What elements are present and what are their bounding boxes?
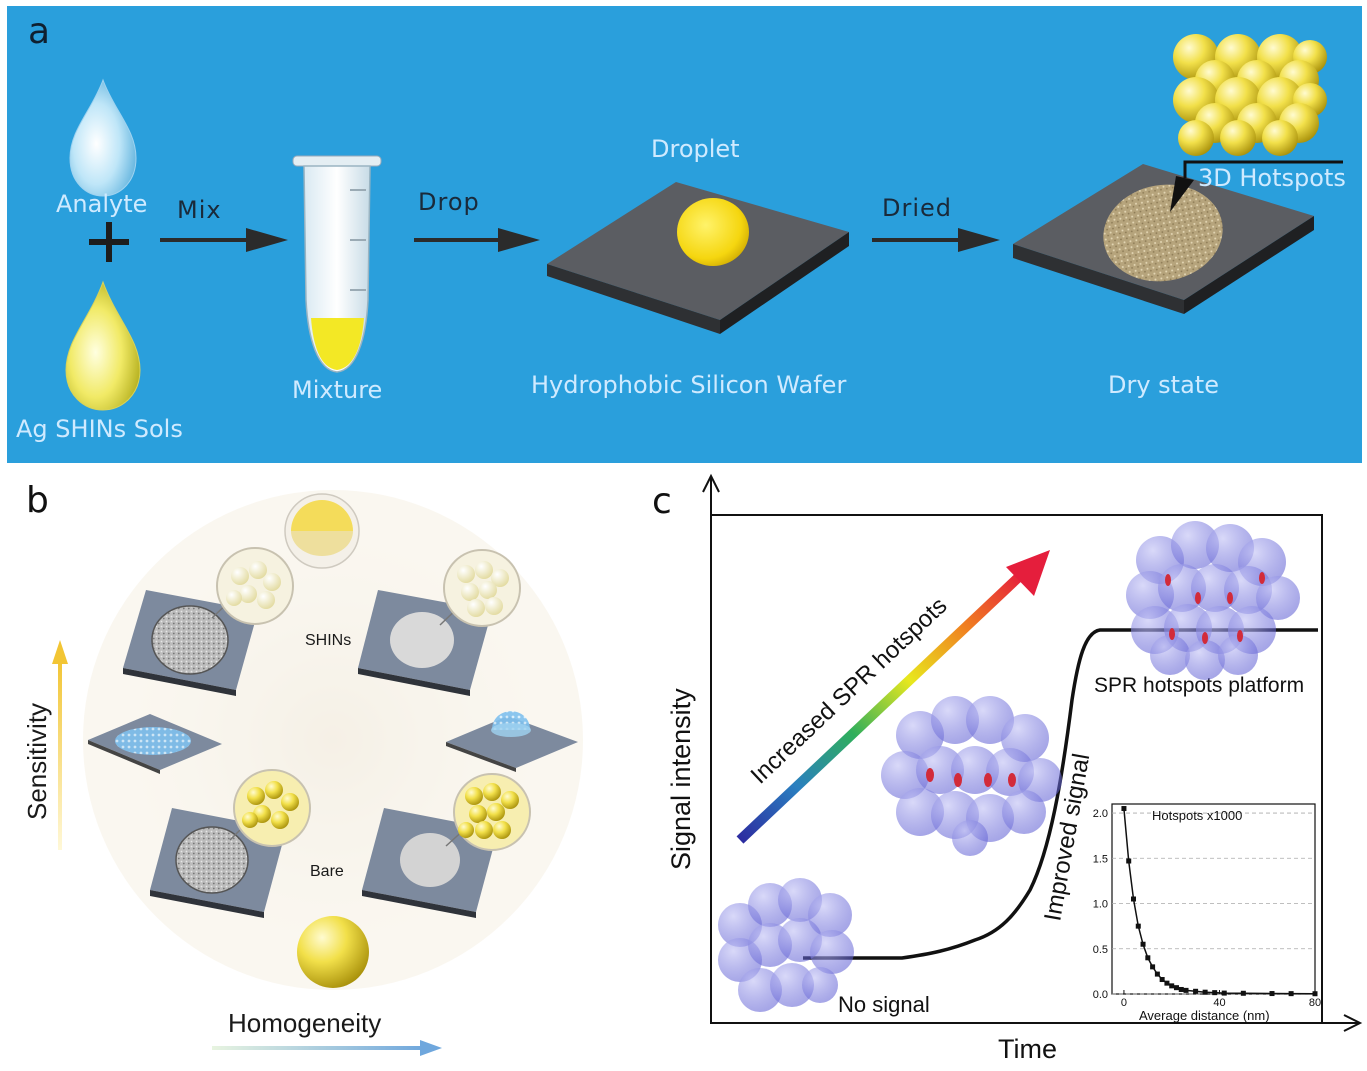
sensitivity-label: Sensitivity	[22, 703, 52, 820]
inset-y-tick: 0.5	[1093, 944, 1108, 956]
inset-y-tick: 1.0	[1093, 899, 1108, 911]
inset-data-point	[1193, 988, 1199, 994]
analyte-drop-icon	[69, 78, 137, 197]
hotspots-cluster-icon	[1173, 34, 1327, 156]
shins-label: SHINs	[305, 632, 351, 649]
wafer-droplet-right	[446, 711, 578, 772]
inset-data-point	[1312, 991, 1318, 997]
inset-data-point	[1126, 858, 1132, 864]
ag-sols-drop-icon	[65, 280, 141, 411]
inset-data-point	[1150, 964, 1156, 970]
inset-data-point	[1288, 991, 1294, 997]
inset-data-point	[1202, 989, 1208, 995]
inset-x-tick: 80	[1309, 997, 1321, 1009]
zoom-circle	[216, 547, 294, 625]
bare-sphere-icon	[297, 916, 369, 988]
sensitivity-arrow	[58, 660, 62, 850]
wafer-droplet	[547, 182, 849, 334]
hotspots-label: 3D Hotspots	[1198, 164, 1346, 192]
mixture-label: Mixture	[292, 376, 382, 404]
spr-arrow	[736, 570, 1026, 844]
inset-data-point	[1121, 806, 1127, 812]
homogeneity-label: Homogeneity	[228, 1008, 381, 1038]
inset-data-point	[1178, 986, 1184, 992]
cluster-mid-icon	[881, 696, 1062, 856]
inset-data-point	[1212, 990, 1218, 996]
platform-label: SPR hotspots platform	[1094, 674, 1304, 697]
bare-label: Bare	[310, 863, 344, 880]
inset-xlabel: Average distance (nm)	[1139, 1008, 1270, 1023]
droplet-icon	[677, 198, 749, 266]
hotspots-pointer	[1183, 160, 1343, 178]
inset-y-tick: 0.0	[1093, 989, 1108, 1001]
inset-data-point	[1240, 990, 1246, 996]
tube-icon	[292, 155, 382, 373]
inset-data-point	[1154, 971, 1160, 977]
wafer-droplet-left	[88, 714, 222, 774]
y-axis-label: Signal intensity	[666, 688, 696, 870]
inset-data-point	[1173, 985, 1179, 991]
dried-deposit	[1103, 184, 1223, 282]
analyte-label: Analyte	[56, 190, 147, 218]
inset-data-point	[1130, 896, 1136, 902]
inset-data-point	[1159, 977, 1165, 983]
no-signal-label: No signal	[838, 992, 930, 1017]
ag-sols-label: Ag SHINs Sols	[16, 415, 183, 443]
signal-curve	[803, 628, 1318, 960]
dry-wafer	[1013, 164, 1314, 314]
wafer-label: Hydrophobic Silicon Wafer	[531, 371, 846, 399]
inset-data-point	[1183, 987, 1189, 993]
cluster-small-icon	[718, 878, 854, 1012]
inset-data-point	[1221, 990, 1227, 996]
dry-state-label: Dry state	[1108, 371, 1219, 399]
panel-a-letter: a	[28, 11, 50, 52]
inset-x-tick: 0	[1121, 997, 1127, 1009]
panel-c-letter: c	[652, 481, 672, 522]
inset-chart: 0.0 0.5 1.0 1.5 2.0 0 40 80 Hotspots x1000 Aver…	[1093, 803, 1321, 1023]
homogeneity-arrow	[212, 1046, 424, 1050]
plot-frame	[710, 514, 1323, 1024]
inset-data-point	[1269, 991, 1275, 997]
inset-data-point	[1140, 941, 1146, 947]
inset-y-tick: 1.5	[1093, 853, 1108, 865]
wafer-bare-uniform	[362, 773, 531, 918]
panel-a: a Analyte Ag SHINs Sols Mix Mixture Drop	[7, 6, 1362, 463]
inset-frame	[1111, 803, 1316, 995]
cluster-large-icon	[1126, 521, 1300, 680]
inset-y-tick: 2.0	[1093, 808, 1108, 820]
panel-b: b Sensitivity Homogeneity	[22, 475, 598, 1056]
wafer-shins-uniform	[358, 549, 521, 696]
shin-sphere-icon	[284, 493, 360, 569]
wafer-bare-ring	[150, 769, 311, 918]
inset-x-tick: 40	[1213, 997, 1225, 1009]
inset-data-point	[1169, 983, 1175, 989]
panel-b-letter: b	[26, 480, 49, 521]
inset-data-point	[1135, 923, 1141, 929]
wafer-shins-ring	[123, 547, 294, 696]
inset-data-point	[1164, 980, 1170, 986]
dried-label: Dried	[882, 194, 952, 222]
panel-c: c Signal intensity Time Increased SPR ho…	[652, 473, 1363, 1064]
inset-data-point	[1145, 955, 1151, 961]
x-axis-label: Time	[998, 1034, 1057, 1064]
droplet-label: Droplet	[651, 135, 740, 163]
drop-label: Drop	[418, 188, 480, 216]
mix-label: Mix	[177, 196, 222, 224]
inset-title: Hotspots x1000	[1152, 808, 1242, 823]
